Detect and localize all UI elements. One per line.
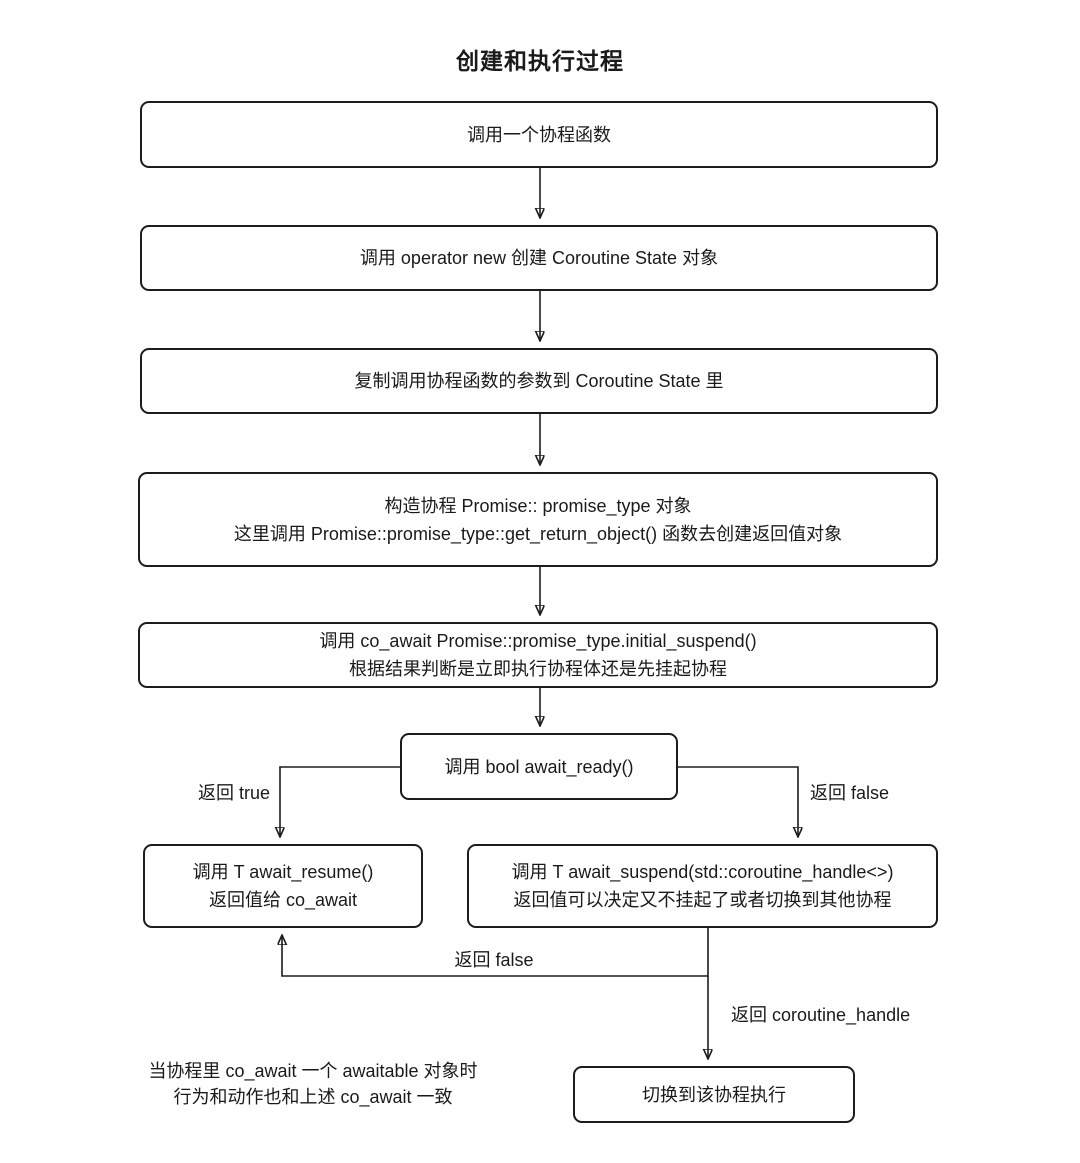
edge-label-return-true: 返回 true bbox=[150, 779, 270, 805]
node-await-resume: 调用 T await_resume() 返回值给 co_await bbox=[143, 844, 423, 928]
node-text: 调用 co_await Promise::promise_type.initia… bbox=[319, 631, 757, 651]
node-await-suspend: 调用 T await_suspend(std::coroutine_handle… bbox=[467, 844, 938, 928]
node-call-coroutine-fn: 调用一个协程函数 bbox=[140, 101, 938, 168]
node-text: 切换到该协程执行 bbox=[642, 1084, 786, 1105]
note-co-await-behavior: 当协程里 co_await 一个 awaitable 对象时 行为和动作也和上述… bbox=[108, 1058, 518, 1110]
node-text: 调用一个协程函数 bbox=[467, 124, 611, 145]
node-switch-to-coroutine: 切换到该协程执行 bbox=[573, 1066, 855, 1123]
edge-label-return-false-bottom: 返回 false bbox=[433, 946, 555, 972]
node-text: 返回值可以决定又不挂起了或者切换到其他协程 bbox=[513, 890, 892, 910]
node-text: 调用 T await_resume() bbox=[192, 862, 374, 882]
node-text: 返回值给 co_await bbox=[208, 890, 358, 910]
node-text: 调用 T await_suspend(std::coroutine_handle… bbox=[511, 862, 894, 882]
note-line: 当协程里 co_await 一个 awaitable 对象时 bbox=[148, 1061, 478, 1081]
node-construct-promise: 构造协程 Promise:: promise_type 对象 这里调用 Prom… bbox=[138, 472, 938, 567]
edge-label-return-coroutine-handle: 返回 coroutine_handle bbox=[731, 1001, 911, 1027]
node-text: 这里调用 Promise::promise_type::get_return_o… bbox=[233, 523, 843, 544]
arrow-await-ready-false-branch bbox=[678, 766, 798, 836]
node-initial-suspend: 调用 co_await Promise::promise_type.initia… bbox=[138, 622, 938, 688]
node-text: 调用 bool await_ready() bbox=[444, 756, 634, 777]
diagram-title: 创建和执行过程 bbox=[456, 48, 624, 74]
edge-label-return-false-right: 返回 false bbox=[810, 779, 890, 805]
node-copy-params: 复制调用协程函数的参数到 Coroutine State 里 bbox=[140, 348, 938, 414]
node-await-ready: 调用 bool await_ready() bbox=[400, 733, 678, 800]
node-operator-new: 调用 operator new 创建 Coroutine State 对象 bbox=[140, 225, 938, 291]
node-text: 根据结果判断是立即执行协程体还是先挂起协程 bbox=[349, 659, 727, 679]
note-line: 行为和动作也和上述 co_await 一致 bbox=[173, 1087, 453, 1107]
node-text: 构造协程 Promise:: promise_type 对象 bbox=[384, 495, 692, 516]
arrow-await-ready-true-branch bbox=[280, 766, 400, 836]
node-text: 调用 operator new 创建 Coroutine State 对象 bbox=[359, 248, 719, 268]
node-text: 复制调用协程函数的参数到 Coroutine State 里 bbox=[354, 371, 724, 391]
arrow-await-suspend-false-to-resume bbox=[282, 928, 709, 977]
